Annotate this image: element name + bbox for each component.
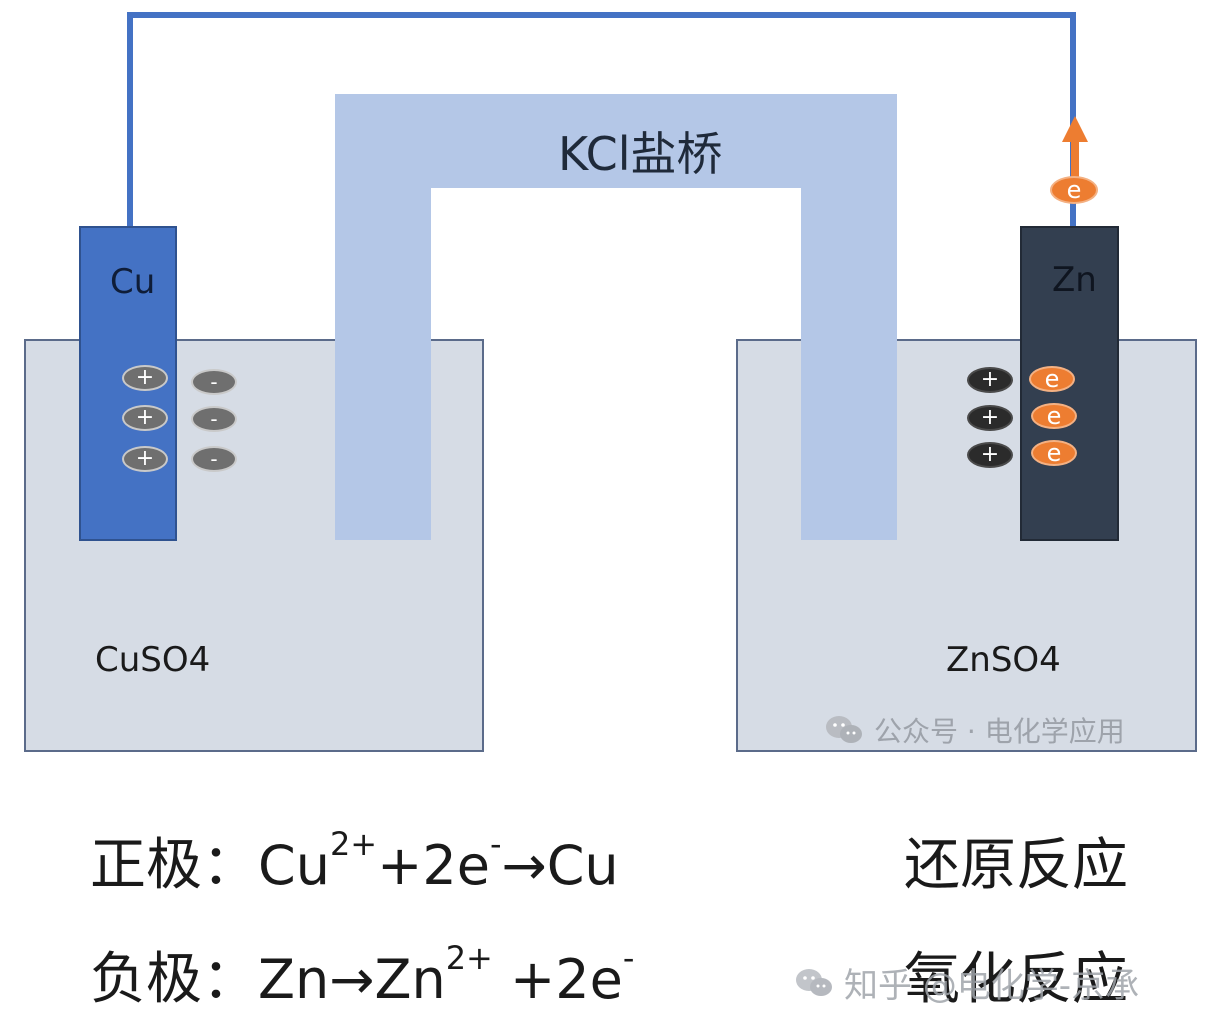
- wechat-icon: [826, 716, 862, 743]
- solution-minus-charge: -: [191, 369, 237, 395]
- negative-electrode-label: 负极：: [90, 947, 258, 1012]
- zhihu-watermark: 知乎 @电化学-京承: [794, 958, 1139, 1007]
- wechat-watermark-text: 公众号 · 电化学应用: [874, 715, 1125, 748]
- positive-electrode-label: 正极：: [90, 833, 258, 898]
- negative-electrode-equation: 负极：Zn→Zn2+ +2e-: [90, 939, 635, 1012]
- cuso4-label: CuSO4: [95, 640, 211, 680]
- cu-plus-charge: +: [122, 365, 168, 391]
- wechat-watermark: 公众号 · 电化学应用: [824, 710, 1125, 750]
- zn-ion-plus-charge: +: [967, 367, 1013, 393]
- salt-bridge-label: KCl盐桥: [558, 127, 723, 181]
- zn-ion-plus-charge: +: [967, 442, 1013, 468]
- zn-electrode-label: Zn: [1052, 260, 1097, 300]
- solution-minus-charge: -: [191, 446, 237, 472]
- electron: e: [1031, 440, 1077, 466]
- reduction-reaction-label: 还原反应: [904, 833, 1128, 898]
- flowing-electron: e: [1050, 176, 1098, 204]
- external-wire-left: [127, 12, 133, 228]
- cu-electrode-label: Cu: [110, 262, 156, 302]
- positive-electrode-equation: 正极：Cu2++2e-→Cu: [90, 825, 619, 898]
- oxidation-reaction-label: 氧化反应: [904, 947, 1128, 1012]
- external-wire-top: [127, 12, 1076, 18]
- zhihu-watermark-text: 知乎 @电化学-京承: [844, 966, 1140, 1006]
- zn-ion-plus-charge: +: [967, 405, 1013, 431]
- cu-plus-charge: +: [122, 405, 168, 431]
- salt-bridge-top: [335, 94, 897, 188]
- znso4-label: ZnSO4: [946, 640, 1061, 680]
- electron-flow-arrow-icon: [1062, 116, 1088, 180]
- wechat-icon: [796, 968, 832, 996]
- solution-minus-charge: -: [191, 406, 237, 432]
- electron: e: [1031, 403, 1077, 429]
- electron: e: [1029, 366, 1075, 392]
- cu-plus-charge: +: [122, 446, 168, 472]
